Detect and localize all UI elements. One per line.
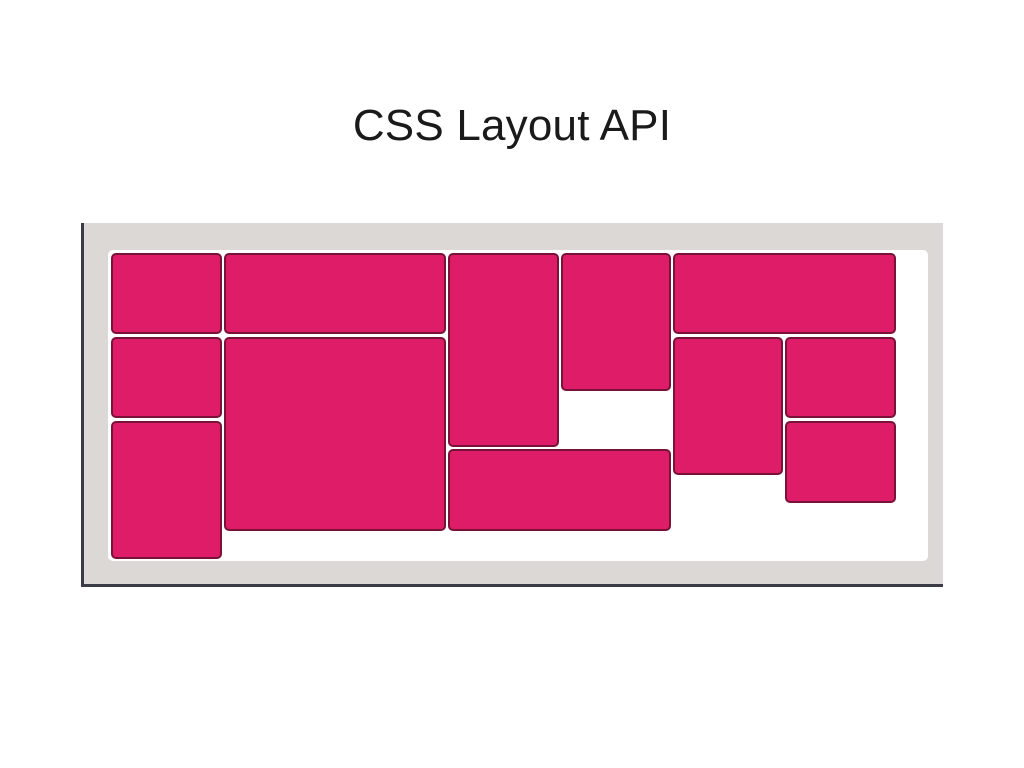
layout-tile	[673, 337, 783, 475]
layout-tile	[111, 421, 222, 559]
layout-tile	[224, 253, 446, 334]
layout-tile	[111, 337, 222, 418]
layout-tile	[673, 253, 896, 334]
slide-title: CSS Layout API	[352, 101, 672, 150]
layout-tile	[448, 253, 559, 447]
layout-tile	[785, 421, 896, 503]
layout-tile	[561, 253, 671, 391]
layout-tile	[224, 337, 446, 531]
layout-tile	[111, 253, 222, 334]
layout-tile	[785, 337, 896, 418]
layout-tile	[448, 449, 671, 531]
